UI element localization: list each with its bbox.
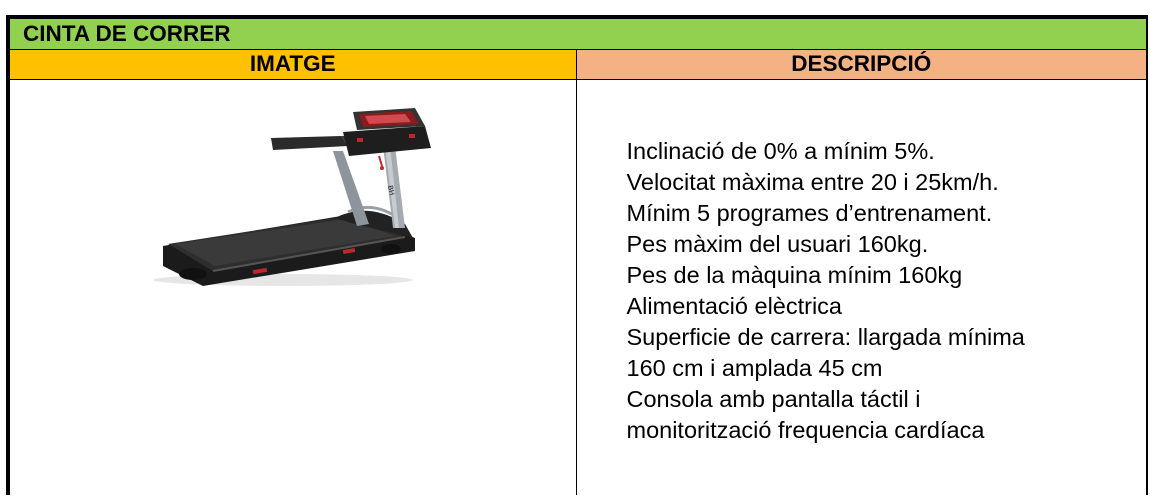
- description-cell: Inclinació de 0% a mínim 5%. Velocitat mà…: [575, 78, 1148, 495]
- table-title: CINTA DE CORRER: [6, 15, 1148, 50]
- description-line: Inclinació de 0% a mínim 5%.: [626, 137, 935, 164]
- image-cell: BH: [6, 78, 577, 495]
- description-line: 160 cm i amplada 45 cm: [626, 354, 883, 381]
- description-line: Velocitat màxima entre 20 i 25km/h.: [626, 168, 999, 195]
- svg-text:BH: BH: [386, 184, 395, 195]
- description-list: Inclinació de 0% a mínim 5%. Velocitat mà…: [627, 136, 1147, 446]
- description-line: Consola amb pantalla táctil i: [626, 385, 921, 412]
- title-row: CINTA DE CORRER: [6, 15, 1148, 50]
- description-line: Pes màxim del usuari 160kg.: [626, 230, 929, 257]
- spec-table: CINTA DE CORRER IMATGE DESCRIPCIÓ: [6, 15, 1148, 495]
- description-line: Mínim 5 programes d’entrenament.: [626, 199, 993, 226]
- header-row: IMATGE DESCRIPCIÓ: [6, 48, 1148, 80]
- description-line: monitorització frequencia cardíaca: [626, 416, 985, 443]
- treadmill-image: BH: [153, 107, 431, 286]
- image-column-header: IMATGE: [6, 48, 577, 80]
- description-column-header: DESCRIPCIÓ: [575, 48, 1148, 80]
- description-line: Alimentació elèctrica: [626, 292, 843, 319]
- content-row: BH Inclinació de 0% a mínim 5%. Velocitat…: [6, 78, 1148, 495]
- description-line: Superficie de carrera: llargada mínima: [626, 323, 1025, 350]
- description-line: Pes de la màquina mínim 160kg: [626, 261, 963, 288]
